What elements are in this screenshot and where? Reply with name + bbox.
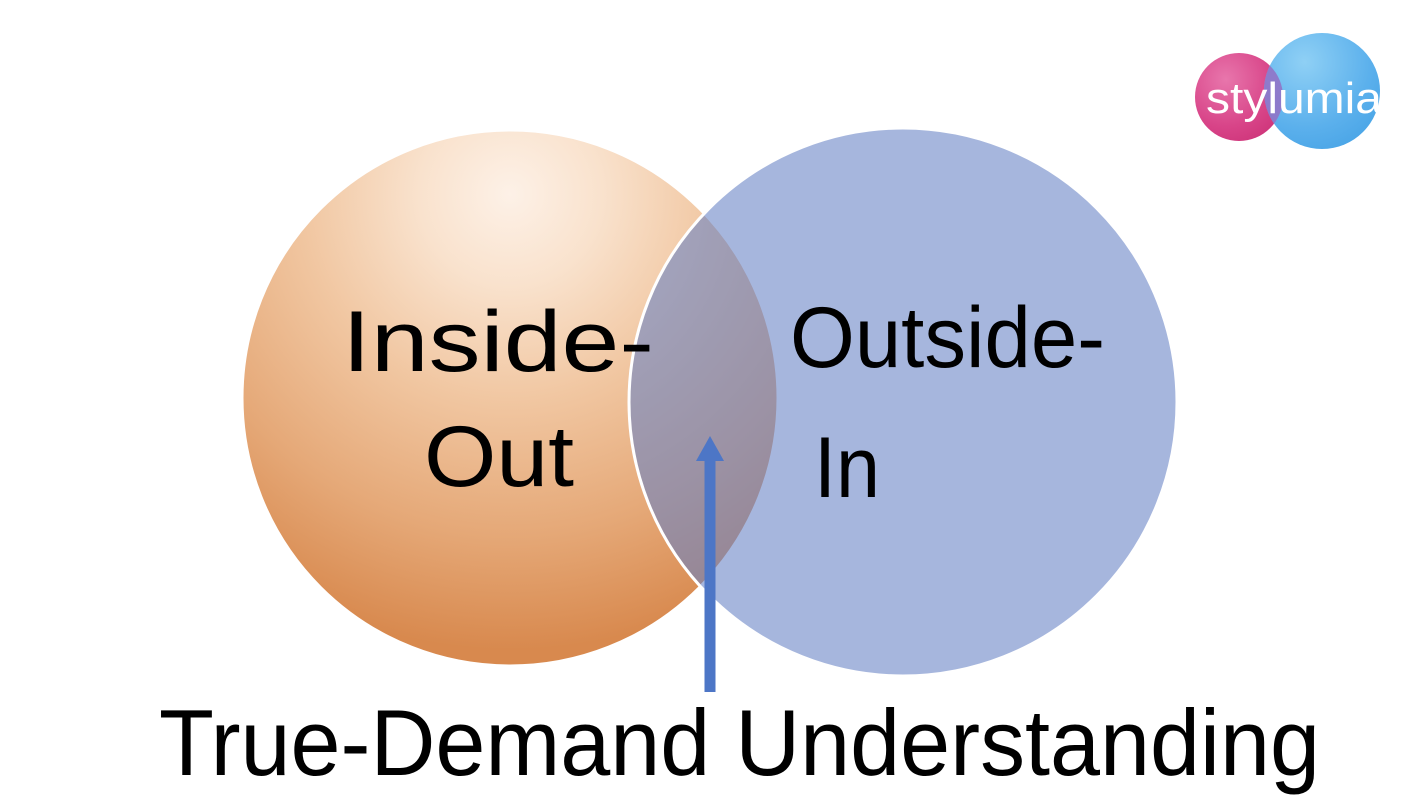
logo-blue-circle-icon xyxy=(1264,33,1380,149)
outside-in-label-line1: Outside- xyxy=(790,290,1105,386)
outside-in-label-line2: In xyxy=(814,420,880,516)
logo-wordmark: stylumia xyxy=(1206,74,1383,123)
intersection-arrow xyxy=(696,436,724,692)
outside-in-circle xyxy=(627,126,1179,678)
logo-pink-circle-icon xyxy=(1195,53,1283,141)
inside-out-label-line1: Inside- xyxy=(342,294,654,390)
arrow-head-icon xyxy=(696,436,724,461)
inside-out-label-line2: Out xyxy=(424,409,574,505)
stylumia-logo: stylumia xyxy=(1195,33,1383,149)
caption: True-Demand Understanding xyxy=(159,690,1320,795)
